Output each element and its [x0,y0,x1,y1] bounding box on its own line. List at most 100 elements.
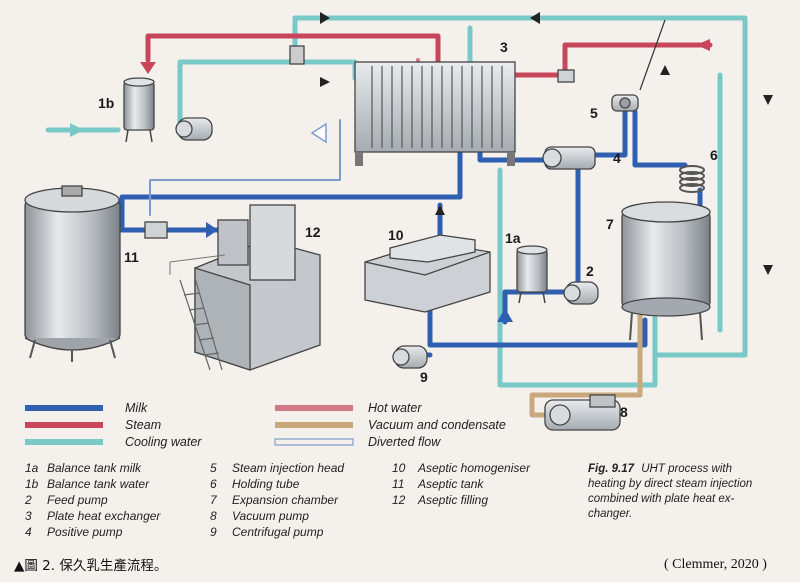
diverted-outlet-arrow [310,122,327,144]
milk-inlet-arrow [497,308,513,322]
label-10: 10 [388,227,404,243]
aseptic-tank [24,185,121,362]
label-2: 2 [586,263,594,279]
key-number: 11 [392,477,404,491]
key-description: Holding tube [232,477,300,491]
steam-pipe-right [497,42,713,78]
label-4: 4 [613,150,621,166]
centrifugal-pump [392,345,428,369]
positive-pump [542,146,596,170]
pipe-network [45,15,748,418]
label-11: 11 [124,249,139,265]
cooling-water-inlet-arrow [70,123,84,137]
feed-pump [563,281,599,305]
water-pump [175,117,213,141]
diverted-flow-valve [289,45,305,65]
steam-injection-head [557,19,666,112]
figure-label: Fig. 9.17 [588,463,635,475]
citation: ( Clemmer, 2020 ) [664,557,767,572]
balance-tank-milk [516,245,548,304]
vacuum-pipe [529,312,643,418]
equipment-labels: 1b 1a 2 3 4 5 6 7 8 9 10 11 12 [98,39,718,420]
label-8: 8 [620,404,628,420]
label-1b: 1b [98,95,114,111]
figure-caption-line-3: combined with plate heat ex- [588,493,735,505]
milk-pipe-to-5 [587,107,628,158]
legend-swatch-hot-water [275,405,353,411]
aseptic-homogeniser [364,234,491,313]
milk-pipe-to-6 [632,109,688,168]
legend-label-cooling-water: Cooling water [125,435,202,449]
flow-arrows [320,12,773,275]
figure-caption-line-2: heating by direct steam injection [588,478,752,490]
label-5: 5 [590,105,598,121]
key-number: 7 [210,493,218,507]
key-number: 8 [210,509,217,523]
plate-heat-exchanger [354,61,516,166]
key-description: Plate heat exchanger [47,509,161,523]
label-9: 9 [420,369,428,385]
key-description: Vacuum pump [232,509,309,523]
legend-label-milk: Milk [125,401,148,415]
label-7: 7 [606,216,614,232]
arrow-down-icon [763,95,773,105]
key-description: Balance tank water [47,477,150,491]
key-number: 5 [210,461,217,475]
legend-label-hot-water: Hot water [368,401,422,415]
page-caption: ▲圖 2. 保久乳生產流程。 [14,557,167,574]
key-description: Steam injection head [232,461,344,475]
aseptic-filling-machine [169,204,321,371]
legend-label-steam: Steam [125,418,161,432]
key-description: Balance tank milk [47,461,142,475]
expansion-chamber [621,201,711,341]
holding-tube [679,165,705,193]
label-6: 6 [710,147,718,163]
steam-inlet-arrow [696,39,710,51]
key-number: 6 [210,477,217,491]
legend-swatch-cooling-water [25,439,103,445]
arrow-down-icon [763,265,773,275]
vacuum-pump [544,394,621,431]
key-number: 1b [25,477,39,491]
key-number: 1a [25,461,39,475]
figure-caption-line-1: Fig. 9.17 UHT process with [588,463,732,475]
legend-label-diverted: Diverted flow [368,435,441,449]
key-number: 2 [24,493,32,507]
arrow-right-icon [320,12,330,24]
legend: Milk Steam Cooling water Hot water Vacuu… [25,401,506,449]
heat-exchanger-plates [371,66,503,148]
key-number: 12 [392,493,406,507]
milk-pipe-main [119,122,463,233]
steam-down-arrow [140,62,156,74]
legend-swatch-vacuum [275,422,353,428]
key-number: 4 [25,525,32,539]
key-description: Aseptic tank [417,477,484,491]
legend-swatch-steam [25,422,103,428]
figure-caption-line-4: changer. [588,508,632,520]
key-description: Expansion chamber [232,493,339,507]
label-3: 3 [500,39,508,55]
key-description: Feed pump [47,493,108,507]
milk-pipe-bottom [427,287,648,348]
balance-tank-water [123,77,155,143]
diverted-flow-pipe [149,119,341,216]
key-description: Aseptic homogeniser [417,461,531,475]
key-description: Aseptic filling [417,493,488,507]
tank-valve-block [144,221,168,239]
figure-caption: Fig. 9.17 UHT process with heating by di… [588,463,752,520]
arrow-up-icon [660,65,670,75]
key-number: 9 [210,525,217,539]
key-number: 3 [25,509,32,523]
legend-swatch-milk [25,405,103,411]
arrow-up-icon [435,205,445,215]
key-number: 10 [392,461,406,475]
label-1a: 1a [505,230,521,246]
arrow-left-icon [530,12,540,24]
component-key-list: 1a Balance tank milk 1b Balance tank water 2… [24,461,531,539]
label-12: 12 [305,224,321,240]
figure-line-1-text: UHT process with [641,463,732,475]
key-description: Centrifugal pump [232,525,324,539]
key-description: Positive pump [47,525,123,539]
